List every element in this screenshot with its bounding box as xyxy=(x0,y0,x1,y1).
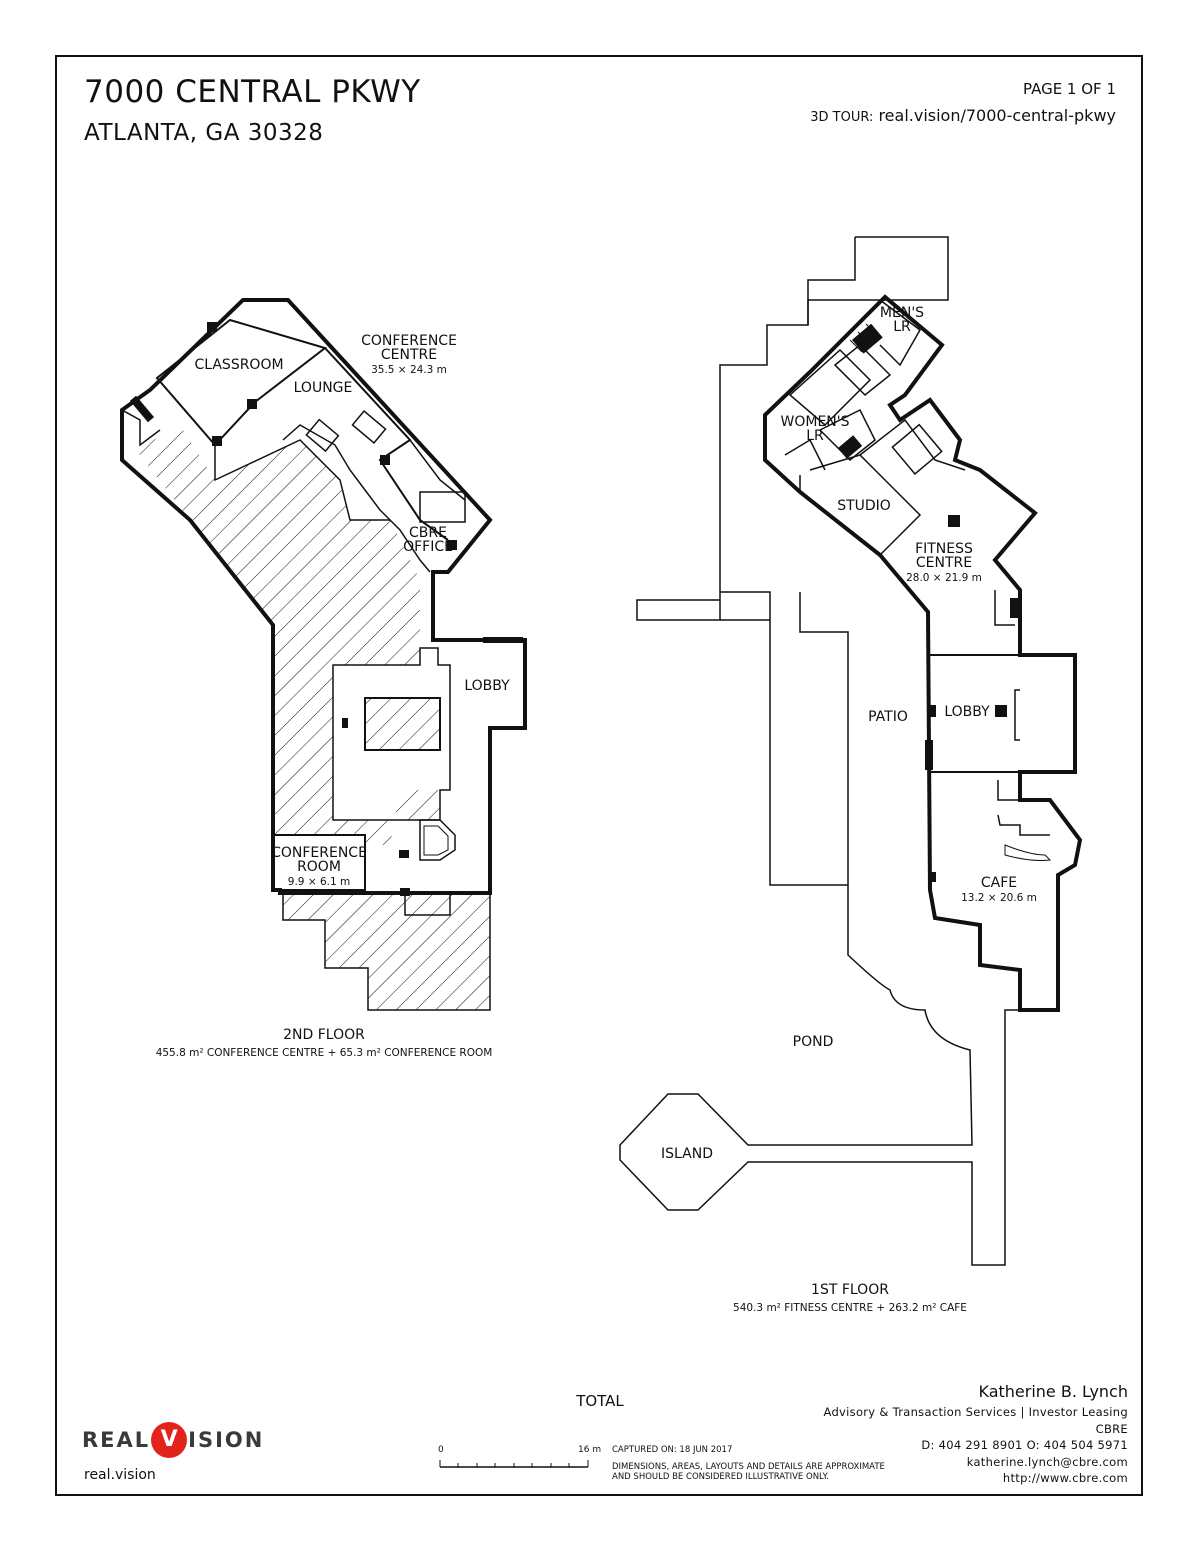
room-cbre-l1: CBRE xyxy=(409,525,447,541)
room-conference-centre-l1: CONFERENCE xyxy=(361,333,457,349)
scale-start: 0 xyxy=(438,1445,444,1455)
fitness-centre-dimensions: 28.0 × 21.9 m xyxy=(906,572,982,584)
first-floor-plan xyxy=(619,236,1083,1266)
tour-url[interactable]: real.vision/7000-central-pkwy xyxy=(878,106,1116,125)
room-lobby-2f: LOBBY xyxy=(464,678,510,694)
room-conference-centre-l2: CENTRE xyxy=(381,347,437,363)
scale-end: 16 m xyxy=(578,1445,602,1455)
tour-label: 3D TOUR: xyxy=(810,110,874,125)
property-title: 7000 CENTRAL PKWY xyxy=(84,74,421,110)
logo-text-left: REAL xyxy=(82,1428,151,1452)
second-floor-plan xyxy=(120,298,527,1011)
room-conference-room-l1: CONFERENCE xyxy=(271,845,367,861)
logo-url[interactable]: real.vision xyxy=(84,1467,156,1483)
room-mens-lr-l2: LR xyxy=(893,319,911,335)
contact-website[interactable]: http://www.cbre.com xyxy=(1002,1471,1128,1485)
contact-company: CBRE xyxy=(1095,1421,1128,1436)
room-lobby-1f: LOBBY xyxy=(944,704,990,720)
page-frame xyxy=(55,55,1143,1496)
contact-email[interactable]: katherine.lynch@cbre.com xyxy=(966,1454,1128,1469)
first-floor-caption: 1ST FLOOR xyxy=(811,1282,889,1298)
room-conference-room-l2: ROOM xyxy=(297,859,341,875)
scale-bar xyxy=(439,1460,589,1468)
contact-block: Katherine B. Lynch Advisory & Transactio… xyxy=(823,1382,1128,1487)
first-floor-areas: 540.3 m² FITNESS CENTRE + 263.2 m² CAFE xyxy=(733,1302,967,1314)
total-label: TOTAL xyxy=(576,1392,624,1410)
logo-v-circle: V xyxy=(151,1422,188,1458)
room-mens-lr-l1: MEN'S xyxy=(880,305,924,321)
hatched-area-core xyxy=(364,697,441,751)
area-island: ISLAND xyxy=(661,1146,713,1162)
second-floor-areas: 455.8 m² CONFERENCE CENTRE + 65.3 m² CON… xyxy=(156,1047,493,1059)
room-studio: STUDIO xyxy=(837,498,891,514)
area-patio: PATIO xyxy=(868,709,908,725)
hatched-area-south xyxy=(283,893,490,1010)
room-cbre-l2: OFFICE xyxy=(403,539,453,555)
area-pond: POND xyxy=(793,1034,834,1050)
conference-centre-dimensions: 35.5 × 24.3 m xyxy=(371,364,447,376)
room-womens-lr-l2: LR xyxy=(806,428,824,444)
room-lounge: LOUNGE xyxy=(294,380,353,396)
contact-name: Katherine B. Lynch xyxy=(978,1382,1128,1401)
room-fitness-centre-l2: CENTRE xyxy=(916,555,972,571)
conference-room-dimensions: 9.9 × 6.1 m xyxy=(288,876,350,888)
disclaimer: DIMENSIONS, AREAS, LAYOUTS AND DETAILS A… xyxy=(612,1462,885,1482)
site-outline xyxy=(619,236,1020,1266)
hatched-area-main xyxy=(136,425,440,845)
contact-phones: D: 404 291 8901 O: 404 504 5971 xyxy=(921,1438,1128,1452)
property-address: ATLANTA, GA 30328 xyxy=(84,120,324,146)
room-womens-lr-l1: WOMEN'S xyxy=(781,414,850,430)
contact-role: Advisory & Transaction Services | Invest… xyxy=(823,1405,1128,1419)
room-fitness-centre-l1: FITNESS xyxy=(915,541,973,557)
cafe-dimensions: 13.2 × 20.6 m xyxy=(961,892,1037,904)
page-number: PAGE 1 OF 1 xyxy=(1022,80,1116,98)
room-cafe: CAFE xyxy=(981,875,1017,891)
captured-date: CAPTURED ON: 18 JUN 2017 xyxy=(612,1445,733,1455)
tour-link[interactable]: 3D TOUR: real.vision/7000-central-pkwy xyxy=(810,106,1116,125)
logo-text-right: ISION xyxy=(188,1428,265,1452)
second-floor-caption: 2ND FLOOR xyxy=(283,1027,365,1043)
room-classroom: CLASSROOM xyxy=(194,357,283,373)
